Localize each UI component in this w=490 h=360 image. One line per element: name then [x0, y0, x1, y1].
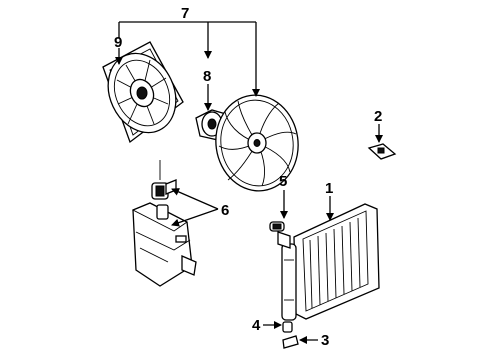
reservoir-cap [151, 160, 177, 200]
fan-shroud [102, 41, 184, 144]
callout-9: 9 [114, 34, 122, 51]
callout-4: 4 [252, 317, 261, 334]
lower-bracket [282, 335, 299, 349]
callout-6: 6 [221, 202, 229, 219]
callout-8: 8 [203, 68, 211, 85]
callout-5: 5 [279, 173, 287, 190]
leader-lines [115, 21, 383, 344]
drain-plug [282, 321, 293, 333]
callout-labels: 7 9 8 2 1 5 6 4 3 [114, 5, 382, 349]
radiator-cap [269, 221, 285, 232]
fan-blade [215, 94, 299, 192]
callout-2: 2 [374, 108, 382, 125]
callout-1: 1 [325, 180, 333, 197]
coolant-reservoir [131, 202, 197, 287]
callout-7: 7 [181, 5, 189, 22]
callout-3: 3 [321, 332, 329, 349]
radiator [277, 203, 380, 321]
radiator-bracket [367, 143, 397, 160]
